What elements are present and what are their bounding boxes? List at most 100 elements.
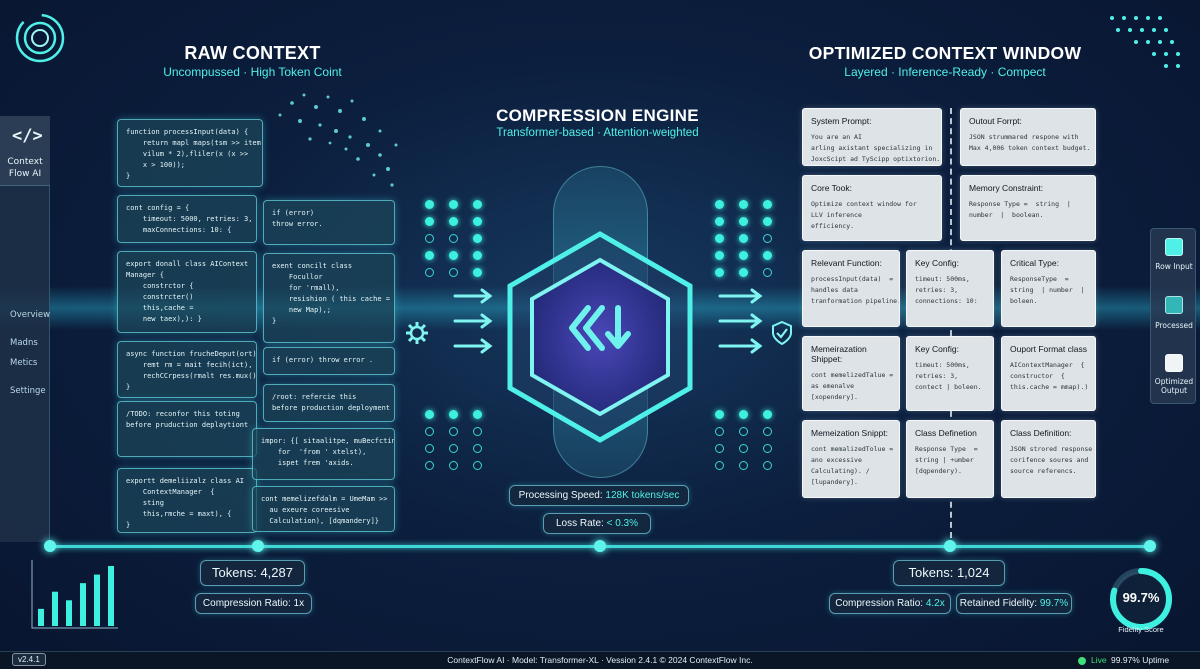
- sidebar-item-overview[interactable]: Overview: [10, 310, 51, 320]
- processed-swatch[interactable]: [1165, 296, 1183, 314]
- context-card: Core Took:Optimize context window for LL…: [802, 175, 942, 241]
- version-badge: v2.4.1: [12, 653, 46, 666]
- context-card: Outout Forrpt:JSON strummared respone wi…: [960, 108, 1096, 166]
- optimized-tokens-value: 1,024: [956, 565, 990, 580]
- engine-title: COMPRESSION ENGINE: [496, 106, 699, 125]
- context-card-body: Optimize context window for LLV inferenc…: [811, 200, 917, 230]
- optimized-output-label: Optimized Output: [1154, 377, 1194, 395]
- mini-chart-bar: [108, 566, 114, 626]
- optimized-output-swatch[interactable]: [1165, 354, 1183, 372]
- gear-icon: [406, 322, 428, 344]
- context-card-body: processInput(data) = handles data tranfo…: [811, 275, 900, 305]
- context-card: Memeization Snippt: cont memalizedTolue =…: [802, 420, 900, 498]
- particle-scatter-icon: [278, 93, 398, 187]
- timeline-node[interactable]: [44, 540, 56, 552]
- raw-code-card: if (error) throw error .: [263, 347, 395, 375]
- retained-fidelity-label: Retained Fidelity:: [959, 598, 1038, 609]
- raw-ratio-pill: Compression Ratio: 1x: [195, 593, 312, 614]
- context-card: System Prompt: You are an AI arling axist…: [802, 108, 942, 166]
- mini-chart-bar: [38, 608, 44, 626]
- mini-chart-axis: [31, 560, 118, 629]
- raw-context-title: RAW CONTEXT: [184, 43, 321, 63]
- optimized-ratio-pill: Compression Ratio: 4.2x: [829, 593, 951, 614]
- output-dot-grid: [715, 410, 775, 475]
- context-card-title: Memory Constraint:: [969, 183, 1044, 193]
- raw-code-card: exportt demeliizalz class AI ContextMana…: [117, 468, 257, 533]
- context-card-title: Ouport Format class: [1010, 344, 1087, 354]
- uptime-text: 99.97% Uptime: [1111, 655, 1170, 665]
- processing-speed-label: Processing Speed:: [518, 490, 603, 501]
- optimized-title: OPTIMIZED CONTEXT WINDOW: [808, 43, 1082, 63]
- processing-speed-value: 128K tokens/sec: [605, 490, 680, 501]
- live-status-label: Live: [1091, 655, 1107, 665]
- raw-context-subtitle: Uncompussed · High Token Coint: [163, 65, 342, 79]
- retained-fidelity-pill: Retained Fidelity: 99.7%: [956, 593, 1072, 614]
- compression-engine-hexagon[interactable]: [493, 230, 707, 444]
- context-card-title: Class Definition:: [1010, 428, 1072, 438]
- timeline-node[interactable]: [944, 540, 956, 552]
- raw-code-card: impor: {[ sitaalitpe, muBecfctin for 'fr…: [252, 428, 395, 480]
- brand-box[interactable]: </> Context Flow AI: [0, 116, 50, 186]
- context-card: Key Config:timeut: 500ms, retries: 3, co…: [906, 336, 994, 411]
- context-card-title: System Prompt:: [811, 116, 872, 126]
- code-brackets-icon: </>: [12, 126, 43, 146]
- fidelity-score-label: Fidelity Score: [1118, 625, 1164, 634]
- row-input-swatch[interactable]: [1165, 238, 1183, 256]
- context-card-body: Response Type = string | +umber [dqpende…: [915, 445, 978, 475]
- raw-tokens-label: Tokens:: [212, 565, 257, 580]
- timeline-node[interactable]: [594, 540, 606, 552]
- context-card: Critical Type: ResponseType = string | nu…: [1001, 250, 1096, 327]
- output-dot-grid: [715, 200, 775, 280]
- footer-info: ContextFlow AI · Model: Transformer-XL ·…: [447, 655, 753, 665]
- optimized-tokens-label: Tokens:: [908, 565, 954, 580]
- sidebar: </> Context Flow AI Overview Madns Metic…: [0, 116, 50, 542]
- context-card: Memeirazation Shippet: cont memelizedTalu…: [802, 336, 900, 411]
- raw-ratio-label: Compression Ratio:: [202, 598, 291, 609]
- raw-code-card: cont memelizefdalm = UmeMam >> au exeure…: [252, 486, 395, 532]
- context-card-title: Memeirazation Shippet:: [811, 344, 867, 364]
- raw-tokens-value: 4,287: [260, 565, 293, 580]
- context-card-body: JSON strored response corifence soures a…: [1010, 445, 1093, 475]
- raw-code-card: async function frucheDeput(ort): remt rm…: [117, 341, 257, 398]
- context-card-body: JSON strummared respone with Max 4,006 t…: [969, 133, 1091, 152]
- sidebar-item-madns[interactable]: Madns: [10, 338, 38, 348]
- fidelity-gauge: [1110, 568, 1172, 630]
- context-card: Key Config:timeut: 500ms, retries: 3, co…: [906, 250, 994, 327]
- sidebar-item-metics[interactable]: Metics: [10, 358, 38, 368]
- context-card-title: Key Config:: [915, 344, 959, 354]
- engine-subtitle: Transformer-based · Attention-weighted: [496, 127, 699, 139]
- context-card-body: cont memalizedTolue = ano excessive Calc…: [811, 445, 894, 486]
- context-card: Memory Constraint: Response Type = string…: [960, 175, 1096, 241]
- processing-speed-pill: Processing Speed: 128K tokens/sec: [509, 485, 689, 506]
- fidelity-gauge-arc: [1110, 568, 1172, 630]
- context-card-title: Class Definetion: [915, 428, 977, 438]
- context-card-title: Key Config:: [915, 258, 959, 268]
- sidebar-item-settinge[interactable]: Settinge: [10, 386, 46, 396]
- raw-code-card: /TODO: reconfor this toting before prudu…: [117, 401, 257, 457]
- loss-rate-value: < 0.3%: [606, 518, 638, 529]
- context-card-body: cont memelizedTalue = as emenalve [xopen…: [811, 371, 894, 401]
- optimized-ratio-label: Compression Ratio:: [835, 598, 924, 609]
- context-card-body: You are an AI arling axistant specializi…: [811, 133, 941, 163]
- mini-bar-chart: [31, 560, 118, 629]
- context-card-title: Critical Type:: [1010, 258, 1059, 268]
- compress-icon: [569, 305, 631, 351]
- retained-fidelity-value: 99.7%: [1039, 598, 1069, 609]
- context-card-body: AIContextManager { constructor { this.ca…: [1010, 361, 1089, 391]
- timeline-node[interactable]: [252, 540, 264, 552]
- input-dot-grid: [425, 410, 485, 475]
- raw-ratio-value: 1x: [293, 598, 305, 609]
- raw-code-card: if (error) throw error.: [263, 200, 395, 245]
- loss-rate-label: Loss Rate:: [555, 518, 604, 529]
- timeline-node[interactable]: [1144, 540, 1156, 552]
- row-input-label: Row Input: [1155, 262, 1193, 271]
- input-flow-arrows-icon: [453, 288, 493, 354]
- context-card-body: Response Type = string | number | boolea…: [969, 200, 1071, 219]
- live-status-icon: [1078, 657, 1086, 665]
- brand-name: Context Flow AI: [7, 157, 43, 179]
- context-card-title: Memeization Snippt:: [811, 428, 889, 438]
- context-card-body: ResponseType = string | number | boleen.: [1010, 275, 1085, 305]
- processed-label: Processed: [1155, 321, 1193, 330]
